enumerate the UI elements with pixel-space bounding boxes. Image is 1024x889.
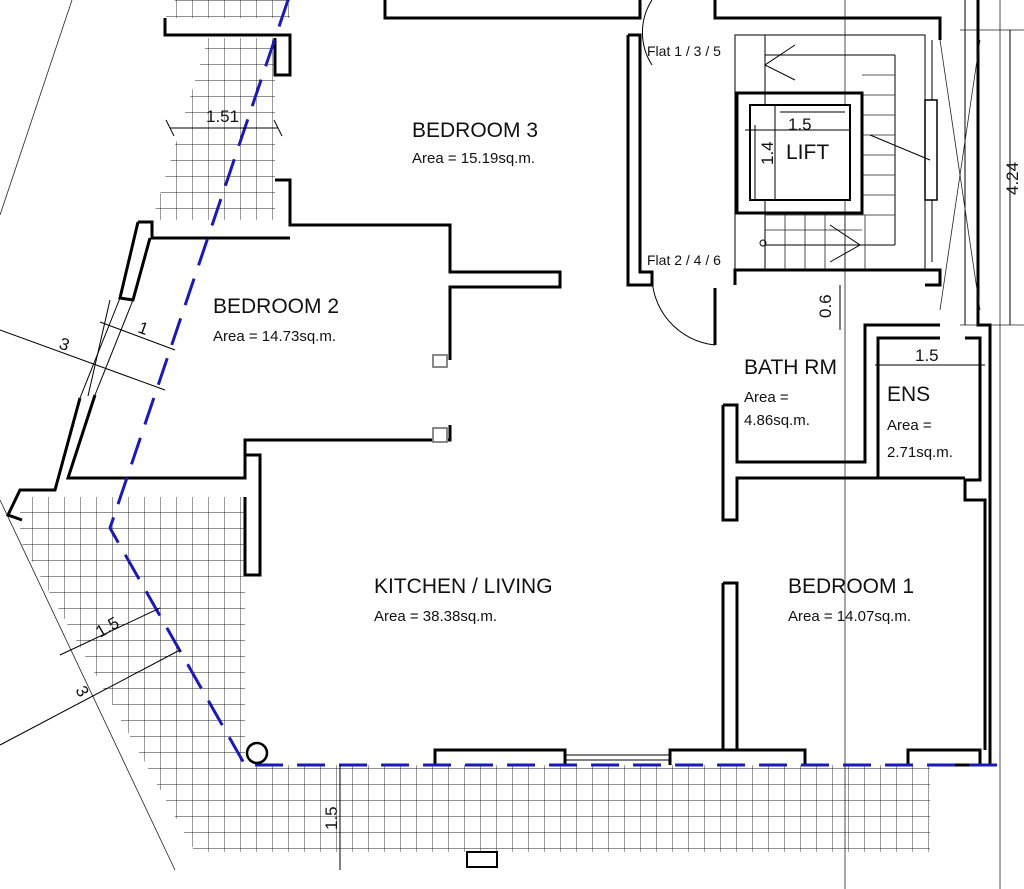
kitchen-title: KITCHEN / LIVING xyxy=(374,575,553,598)
room-label-bedroom2: BEDROOM 2 Area = 14.73sq.m. xyxy=(213,295,339,345)
bath-title: BATH RM xyxy=(744,356,837,379)
dim-ens-width: 1.5 xyxy=(915,346,939,365)
dimension-labels: 1.51 3 1 1.5 1.4 4.24 0.6 1.5 1.5 3 1.5 xyxy=(57,107,1022,830)
dim-lift-width: 1.5 xyxy=(788,115,812,134)
dim-bed2-window-outer: 3 xyxy=(57,334,72,355)
stair-treads xyxy=(765,74,895,270)
dim-lift-depth: 1.4 xyxy=(758,141,777,165)
bedroom3-area: Area = 15.19sq.m. xyxy=(412,150,535,167)
dimension-lines xyxy=(0,30,1011,870)
bedroom3-title: BEDROOM 3 xyxy=(412,119,538,142)
kitchen-area: Area = 38.38sq.m. xyxy=(374,608,497,625)
dim-balcony-top: 1.51 xyxy=(206,107,239,126)
bath-area-line2: 4.86sq.m. xyxy=(744,412,810,429)
lift-shaft xyxy=(735,91,864,215)
top-balcony-tiles xyxy=(165,0,290,18)
room-label-kitchen: KITCHEN / LIVING Area = 38.38sq.m. xyxy=(374,575,553,625)
bedroom2-title: BEDROOM 2 xyxy=(213,295,339,318)
ens-area-line1: Area = xyxy=(887,417,932,434)
bedroom2-area: Area = 14.73sq.m. xyxy=(213,328,336,345)
terrace-tiles xyxy=(20,497,930,852)
dim-bath-gap: 0.6 xyxy=(816,294,835,318)
room-label-bedroom3: BEDROOM 3 Area = 15.19sq.m. xyxy=(412,119,538,167)
drain-box xyxy=(466,851,498,868)
dim-terrace-depth: 1.5 xyxy=(322,806,341,830)
door-swings xyxy=(642,0,716,346)
ens-title: ENS xyxy=(887,383,930,406)
lift-title: LIFT xyxy=(786,141,829,164)
stair-label-upper: Flat 1 / 3 / 5 xyxy=(647,43,721,59)
room-label-bath: BATH RM Area = 4.86sq.m. xyxy=(744,356,837,429)
room-label-ens: ENS Area = 2.71sq.m. xyxy=(887,383,953,461)
dashed-boundary xyxy=(108,0,1000,767)
stair-core xyxy=(734,34,981,311)
bath-area-line1: Area = xyxy=(744,389,789,406)
dim-stair-height: 4.24 xyxy=(1003,162,1022,195)
bedroom1-area: Area = 14.07sq.m. xyxy=(788,608,911,625)
bedroom1-title: BEDROOM 1 xyxy=(788,575,914,598)
room-label-bedroom1: BEDROOM 1 Area = 14.07sq.m. xyxy=(788,575,914,625)
dim-bed2-window-inner: 1 xyxy=(136,318,151,339)
stair-label-lower: Flat 2 / 4 / 6 xyxy=(647,252,721,268)
left-balcony-tiles xyxy=(152,38,275,220)
ens-area-line2: 2.71sq.m. xyxy=(887,444,953,461)
column-circle xyxy=(245,741,269,765)
walls xyxy=(5,0,992,767)
